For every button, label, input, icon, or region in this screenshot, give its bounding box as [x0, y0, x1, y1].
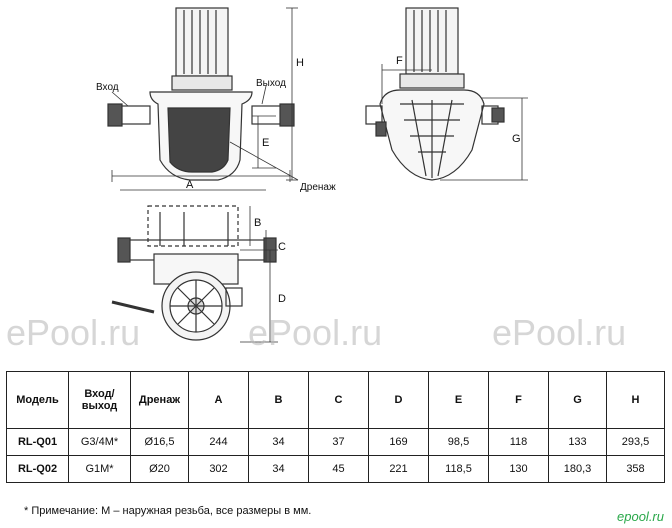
technical-drawing: Вход Выход Дренаж A H E F G B C D: [96, 7, 528, 343]
table-cell: 221: [368, 455, 429, 483]
dim-label-e: E: [262, 137, 269, 149]
table-cell: 130: [488, 455, 549, 483]
dim-label-b: B: [254, 217, 261, 229]
top-view: [111, 189, 278, 343]
table-cell: G3/4M*: [68, 428, 131, 456]
table-cell: G1M*: [68, 455, 131, 483]
table-cell: 45: [308, 455, 369, 483]
header-c: C: [308, 371, 369, 429]
table-cell: 34: [248, 455, 309, 483]
header-f: F: [488, 371, 549, 429]
header-g: G: [548, 371, 607, 429]
dim-label-h: H: [296, 57, 304, 69]
drain-label: Дренаж: [300, 182, 336, 193]
table-cell: 118: [488, 428, 549, 456]
inlet-label: Вход: [96, 82, 119, 93]
table-row: RL-Q01 G3/4M* Ø16,5 244 34 37 169 98,5 1…: [6, 428, 665, 456]
table-cell: 180,3: [548, 455, 607, 483]
table-cell: 169: [368, 428, 429, 456]
dim-label-f: F: [396, 55, 403, 67]
specifications-table: Модель Вход/ выход Дренаж A B C D E F G …: [6, 371, 665, 483]
table-header-row: Модель Вход/ выход Дренаж A B C D E F G …: [6, 371, 665, 429]
brand-logo: epool.ru: [617, 509, 664, 524]
header-e: E: [428, 371, 489, 429]
table-cell: 118,5: [428, 455, 489, 483]
footnote: * Примечание: М – наружная резьба, все р…: [24, 505, 312, 517]
table-cell: 358: [606, 455, 665, 483]
dim-label-g: G: [512, 133, 521, 145]
table-cell: RL-Q02: [6, 455, 69, 483]
watermark: ePool.ru: [6, 312, 141, 353]
header-b: B: [248, 371, 309, 429]
table-cell: 98,5: [428, 428, 489, 456]
table-cell: 302: [188, 455, 249, 483]
header-inlet-outlet: Вход/ выход: [68, 371, 131, 429]
dim-label-d: D: [278, 293, 286, 305]
table-cell: RL-Q01: [6, 428, 69, 456]
table-cell: 34: [248, 428, 309, 456]
front-view: [107, 7, 299, 182]
watermark: ePool.ru: [492, 312, 627, 353]
header-h: H: [606, 371, 665, 429]
header-model: Модель: [6, 371, 69, 429]
table-cell: 37: [308, 428, 369, 456]
dim-label-a: A: [186, 179, 194, 191]
watermark: ePool.ru: [248, 312, 383, 353]
table-row: RL-Q02 G1M* Ø20 302 34 45 221 118,5 130 …: [6, 455, 665, 483]
outlet-label: Выход: [256, 78, 286, 89]
table-cell: 293,5: [606, 428, 665, 456]
side-view: [365, 7, 528, 181]
dim-label-c: C: [278, 241, 286, 253]
header-d: D: [368, 371, 429, 429]
table-cell: 133: [548, 428, 607, 456]
table-cell: 244: [188, 428, 249, 456]
header-a: A: [188, 371, 249, 429]
header-drain: Дренаж: [130, 371, 189, 429]
table-cell: Ø16,5: [130, 428, 189, 456]
table-cell: Ø20: [130, 455, 189, 483]
